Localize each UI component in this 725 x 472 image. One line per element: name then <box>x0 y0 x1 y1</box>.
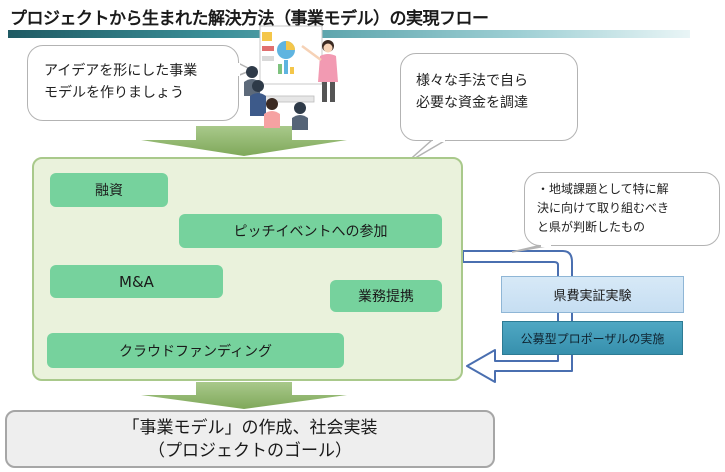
method-mna: M&A <box>50 265 223 298</box>
method-pitch-event: ピッチイベントへの参加 <box>179 214 442 248</box>
method-partnership: 業務提携 <box>330 280 442 312</box>
funding-line-2: 必要な資金を調達 <box>416 95 528 111</box>
presentation-illustration <box>244 25 338 130</box>
project-goal-box: 「事業モデル」の作成、社会実装 （プロジェクトのゴール） <box>5 410 495 468</box>
method-crowdfunding: クラウドファンディング <box>47 333 344 368</box>
note-line-2: 決に向けて取り組むべき <box>537 201 670 215</box>
idea-line-1: アイデアを形にした事業 <box>44 63 198 79</box>
title-rule <box>8 30 690 38</box>
page-title: プロジェクトから生まれた解決方法（事業モデル）の実現フロー <box>10 9 489 29</box>
note-line-3: と県が判断したもの <box>537 220 646 234</box>
idea-speech-bubble: アイデアを形にした事業 モデルを作りましょう <box>27 45 239 121</box>
prefecture-trial-box: 県費実証実験 <box>501 276 684 313</box>
goal-line-1: 「事業モデル」の作成、社会実装 <box>122 418 378 438</box>
funding-line-1: 様々な手法で自ら <box>416 73 528 89</box>
goal-line-2: （プロジェクトのゴール） <box>148 441 352 461</box>
prefecture-note-bubble: ・地域課題として特に解 決に向けて取り組むべき と県が判断したもの <box>524 172 720 246</box>
note-line-1: ・地域課題として特に解 <box>537 182 669 196</box>
public-proposal-box: 公募型プロポーザルの実施 <box>502 321 683 355</box>
method-loan: 融資 <box>50 173 168 207</box>
idea-line-2: モデルを作りましょう <box>44 85 184 101</box>
down-arrow-bottom <box>141 382 347 409</box>
funding-speech-bubble: 様々な手法で自ら 必要な資金を調達 <box>400 53 578 141</box>
down-arrow-top <box>141 126 347 156</box>
loop-arrow <box>462 250 573 383</box>
